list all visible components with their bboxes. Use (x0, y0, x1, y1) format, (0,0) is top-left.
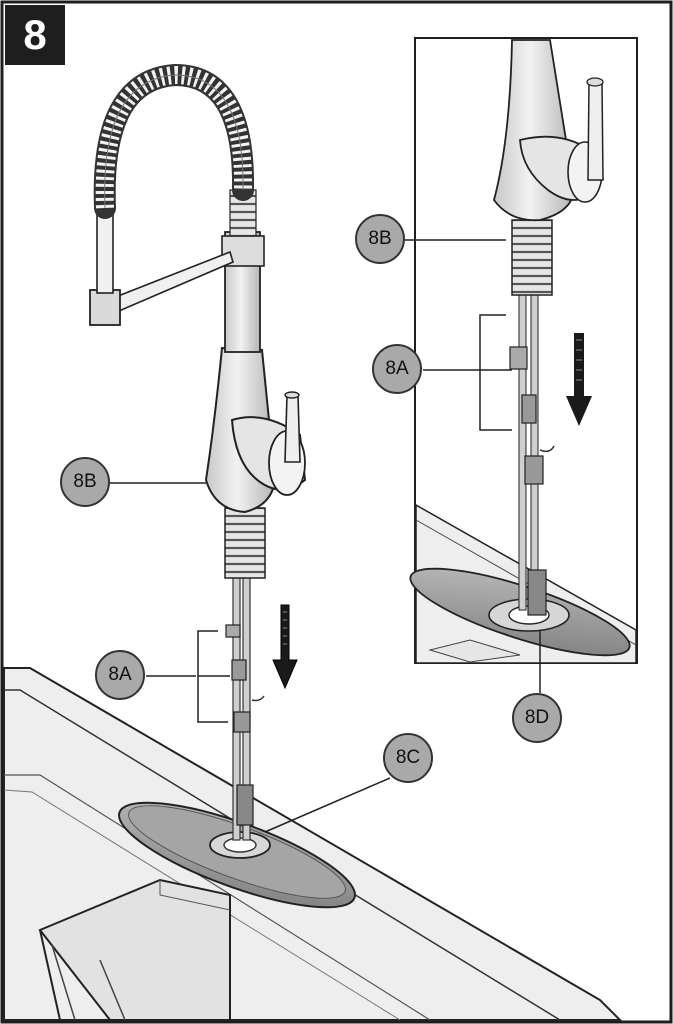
detail-inset (405, 37, 638, 693)
callout-8b-inset: 8B (355, 214, 405, 264)
down-arrow-icon (272, 604, 298, 690)
down-arrow-icon (566, 333, 592, 426)
leader-lines-main (110, 482, 391, 833)
step-number-badge: 8 (5, 5, 65, 65)
deck-plate (118, 801, 356, 909)
callout-8c-main: 8C (383, 733, 433, 783)
callout-8a-main: 8A (95, 650, 145, 700)
callout-8b-main: 8B (60, 457, 110, 507)
callout-8d-inset: 8D (512, 693, 562, 743)
faucet-main (89, 63, 307, 841)
callout-8a-inset: 8A (372, 344, 422, 394)
sink-basin (38, 878, 231, 1021)
